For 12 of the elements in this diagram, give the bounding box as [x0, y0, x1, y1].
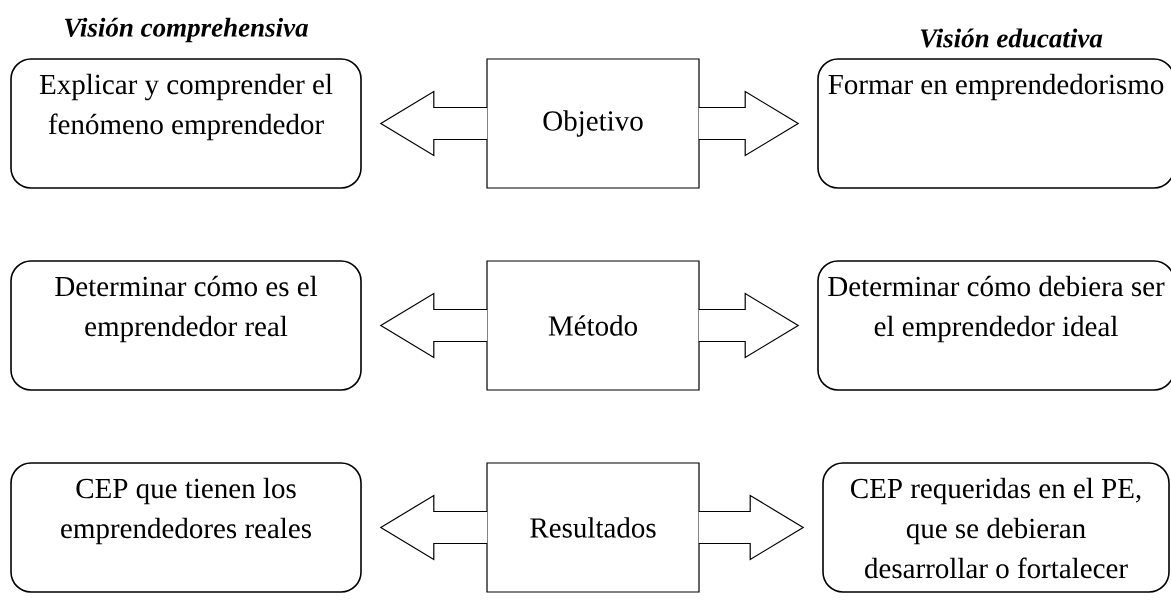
block-arrow: [379, 90, 488, 157]
rounded-box: Determinar cómo es el emprendedor real: [10, 260, 362, 391]
block-arrow: [379, 494, 488, 561]
block-arrow: [698, 292, 800, 359]
rounded-box: Formar en emprendedorismo: [817, 58, 1171, 189]
block-arrow: [698, 90, 800, 157]
rounded-box: Explicar y comprender el fenómeno emprendedor: [10, 58, 362, 189]
rounded-box: CEP requeridas en el PE, que se debieran desarrollar o fortalecer: [822, 462, 1170, 593]
rounded-box: CEP que tienen los emprendedores reales: [10, 462, 362, 593]
rounded-box: Determinar cómo debiera ser el emprendedor ideal: [817, 260, 1171, 391]
block-arrow: [379, 292, 488, 359]
block-arrow: [698, 494, 805, 561]
